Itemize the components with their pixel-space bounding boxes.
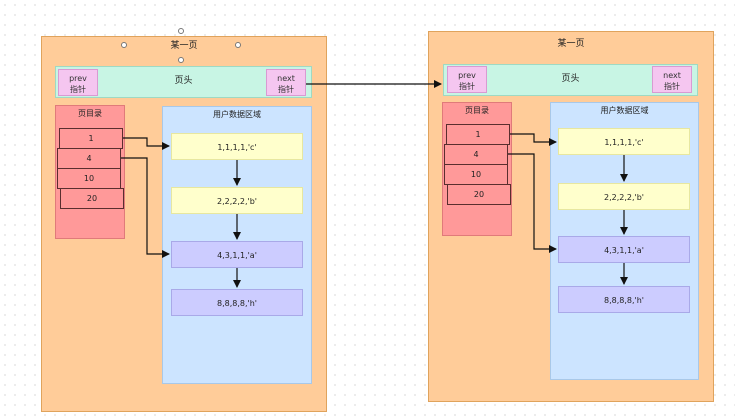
prev-pointer-label: prev [69, 74, 87, 83]
record: 1,1,1,1,'c' [558, 128, 690, 155]
record: 2,2,2,2,'b' [558, 183, 690, 210]
record: 1,1,1,1,'c' [171, 133, 303, 160]
prev-pointer-sublabel: 指针 [70, 85, 86, 94]
page-2-prev-pointer: prev 指针 [447, 66, 487, 93]
selection-handle[interactable] [178, 28, 184, 34]
slot-to-record-arrow [121, 157, 170, 258]
page-2-title: 某一页 [557, 39, 585, 49]
page-2-header-label: 页头 [561, 74, 580, 84]
page-1-user-data-title: 用户数据区域 [213, 110, 261, 119]
record: 2,2,2,2,'b' [171, 187, 303, 214]
page-1-prev-pointer: prev 指针 [58, 69, 98, 96]
slot-to-record-arrow [510, 133, 557, 146]
selection-handle[interactable] [235, 42, 241, 48]
next-pointer-label: next [663, 71, 681, 80]
slot-to-record-arrow [123, 137, 170, 150]
selection-handle[interactable] [178, 57, 184, 63]
page-2-next-pointer: next 指针 [652, 66, 692, 93]
directory-slot: 20 [447, 184, 511, 205]
next-pointer-sublabel: 指针 [278, 85, 294, 94]
record: 8,8,8,8,'h' [171, 289, 303, 316]
next-pointer-sublabel: 指针 [664, 82, 680, 91]
next-pointer-label: next [277, 74, 295, 83]
page-1-header-label: 页头 [174, 76, 193, 86]
page-2-directory-title: 页目录 [465, 106, 489, 115]
prev-pointer-label: prev [458, 71, 476, 80]
page-1-directory-title: 页目录 [78, 109, 102, 118]
page-1-title: 某一页 [170, 41, 198, 51]
record: 4,3,1,1,'a' [171, 241, 303, 268]
slot-to-record-arrow [508, 153, 557, 253]
prev-pointer-sublabel: 指针 [459, 82, 475, 91]
record: 4,3,1,1,'a' [558, 236, 690, 263]
page-1-next-pointer: next 指针 [266, 69, 306, 96]
selection-handle[interactable] [121, 42, 127, 48]
page-2-user-data-title: 用户数据区域 [600, 106, 649, 115]
directory-slot: 20 [60, 188, 124, 209]
record: 8,8,8,8,'h' [558, 286, 690, 313]
